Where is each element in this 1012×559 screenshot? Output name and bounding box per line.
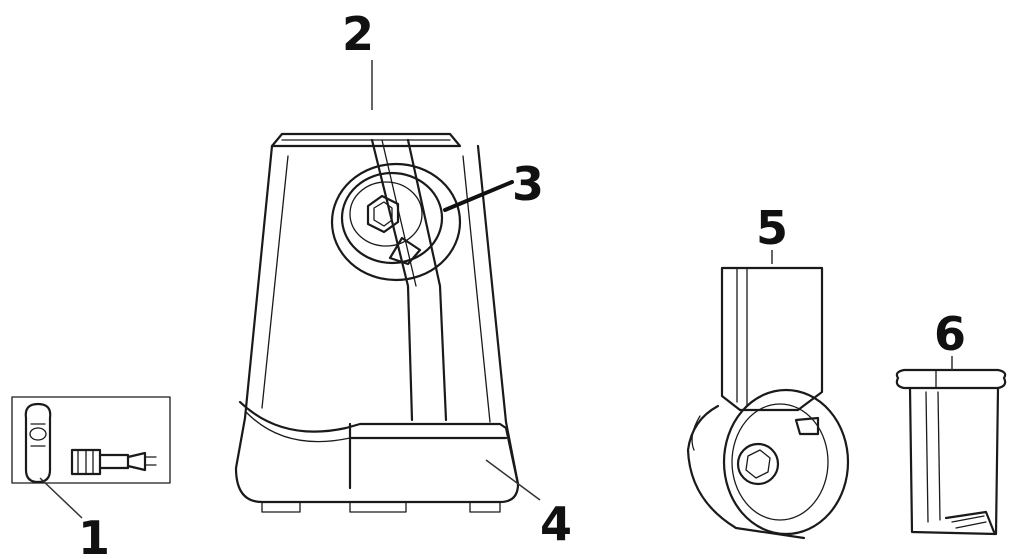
leader-line-3 (443, 180, 514, 212)
part-6-pusher (895, 368, 1007, 536)
callout-6: 6 (934, 307, 966, 361)
part-4-base (238, 400, 520, 513)
callout-5: 5 (756, 201, 788, 255)
callout-1: 1 (78, 511, 110, 559)
part-3-drum-outlet (330, 162, 462, 282)
part-1-accessory-box (11, 396, 171, 484)
callout-2: 2 (342, 7, 374, 61)
leader-line-1 (39, 477, 83, 519)
part-2-motor-housing (234, 132, 520, 504)
callout-4: 4 (540, 497, 572, 551)
leader-line-4 (485, 459, 541, 501)
callout-3: 3 (512, 157, 544, 211)
part-5-drum-holder (686, 266, 850, 540)
